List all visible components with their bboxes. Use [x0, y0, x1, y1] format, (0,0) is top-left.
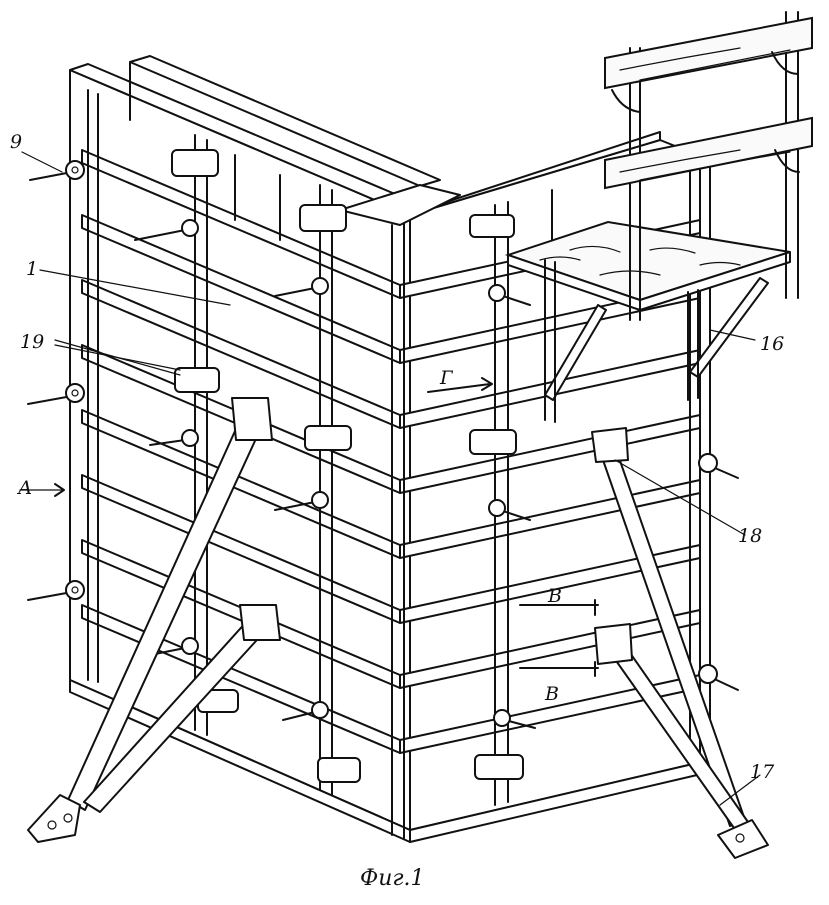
- corner-post: [339, 184, 461, 839]
- label-17: 17: [750, 761, 775, 783]
- label-1: 1: [26, 258, 38, 280]
- label-g: Г: [439, 367, 454, 389]
- label-18: 18: [738, 525, 762, 547]
- section-marks: [427, 377, 599, 677]
- right-props: [591, 427, 769, 859]
- work-platform: [504, 11, 813, 423]
- label-b-upper: В: [547, 585, 562, 607]
- left-props: [27, 397, 281, 843]
- label-19: 19: [20, 331, 44, 353]
- label-a: А: [16, 477, 32, 499]
- tie-rods: [27, 160, 739, 729]
- label-b-lower: В: [544, 683, 559, 705]
- leader-lines: [19, 151, 761, 806]
- label-16: 16: [760, 333, 784, 355]
- panel-clamps: [171, 149, 524, 783]
- label-9: 9: [10, 131, 22, 153]
- figure-caption: Фиг.1: [360, 866, 425, 891]
